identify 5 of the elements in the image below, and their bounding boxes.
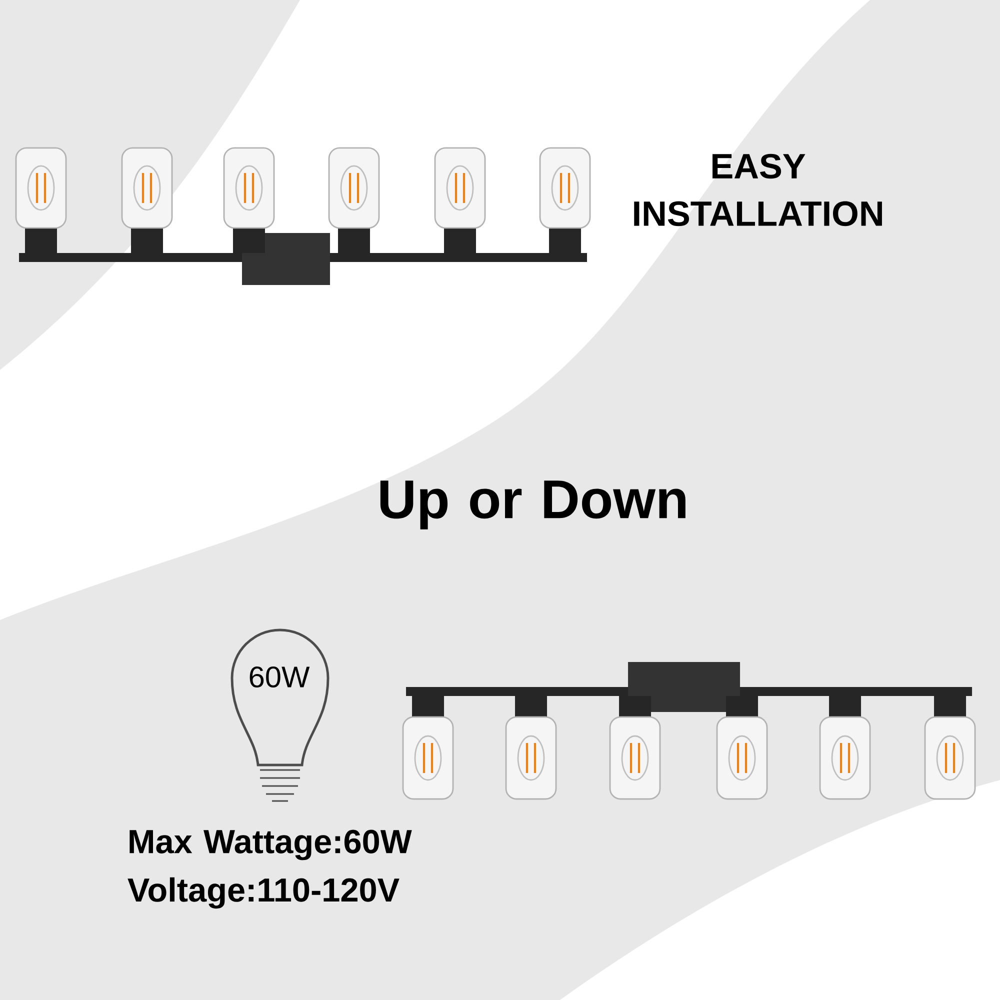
spec-text: Max Wattage:60W bbox=[130, 830, 412, 860]
feature-heading: Up or Down bbox=[380, 480, 686, 530]
feature-heading: EASY INSTALLATION bbox=[634, 154, 882, 226]
spec-text: Voltage:110-120V bbox=[128, 877, 400, 909]
light-bulb: 60W bbox=[230, 628, 330, 802]
